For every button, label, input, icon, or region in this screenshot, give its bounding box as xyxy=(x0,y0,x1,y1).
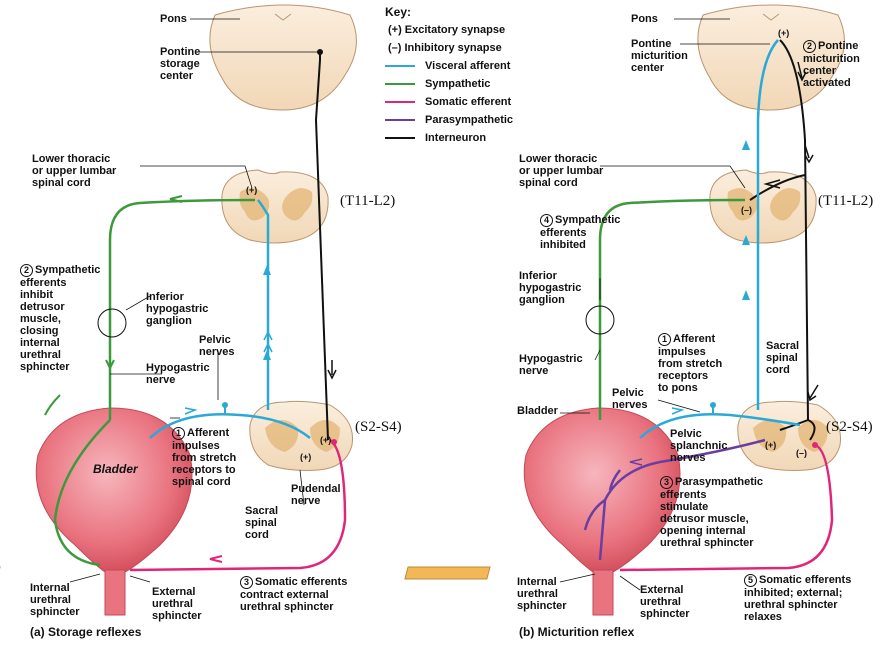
key-item-label: Parasympathetic xyxy=(425,114,513,126)
internal-sphincter-label-right: Internal urethral sphincter xyxy=(517,576,567,612)
s2-s4-label: (S2-S4) xyxy=(355,419,402,435)
pelvic-nerves-label-right: Pelvic nerves xyxy=(612,387,647,411)
caption-right: (b) Micturition reflex xyxy=(519,625,634,639)
key-excitatory: (+) Excitatory synapse xyxy=(388,24,505,36)
key-inhibitory: (–) Inhibitory synapse xyxy=(388,42,502,54)
excitatory-mark: (+) xyxy=(300,452,311,462)
bladder-label-left: Bladder xyxy=(93,462,138,476)
key-item-label: Visceral afferent xyxy=(425,60,510,72)
bladder-label-right: Bladder xyxy=(517,405,558,417)
key-swatch xyxy=(385,83,415,85)
inferior-ganglion-label-left: Inferior hypogastric ganglion xyxy=(146,291,208,327)
inhibitory-mark: (–) xyxy=(796,448,807,458)
caption-left: (a) Storage reflexes xyxy=(30,625,141,639)
s2-s4-label-right: (S2-S4) xyxy=(826,419,873,435)
external-sphincter-label-right: External urethral sphincter xyxy=(640,584,690,620)
pudendal-nerve-label: Pudendal nerve xyxy=(291,483,341,507)
excitatory-mark: (+) xyxy=(778,28,789,38)
sphincter-right xyxy=(405,567,490,579)
hypogastric-nerve-label-right: Hypogastric nerve xyxy=(519,353,583,377)
sacral-cord-label-left: Sacral spinal cord xyxy=(245,505,278,541)
pontine-micturition-center-label: Pontine micturition center xyxy=(631,38,688,74)
key-swatch xyxy=(385,119,415,121)
internal-sphincter-label-left: Internal urethral sphincter xyxy=(30,582,80,618)
pons-label-right: Pons xyxy=(631,13,658,25)
ganglion-left xyxy=(98,309,126,337)
key-swatch xyxy=(385,65,415,67)
key-item-label: Somatic efferent xyxy=(425,96,511,108)
external-sphincter-label-left: External urethral sphincter xyxy=(152,586,202,622)
key-item-label: Interneuron xyxy=(425,132,486,144)
thoracic-cord-left xyxy=(222,170,328,243)
pons-left xyxy=(210,5,357,110)
inferior-ganglion-label-right: Inferior hypogastric ganglion xyxy=(519,270,581,306)
lower-thoracic-label: Lower thoracic or upper lumbar spinal co… xyxy=(32,153,116,189)
sacral-cord-label-right: Sacral spinal cord xyxy=(766,340,799,376)
pelvic-splanchnic-label: Pelvic splanchnic nerves xyxy=(670,428,727,464)
pons-label: Pons xyxy=(160,13,187,25)
pontine-storage-center-label: Pontine storage center xyxy=(160,46,200,82)
key-swatch xyxy=(385,101,415,103)
bladder-left xyxy=(36,408,192,572)
t11-l2-label-right: (T11-L2) xyxy=(818,193,873,209)
lower-thoracic-label-right: Lower thoracic or upper lumbar spinal co… xyxy=(519,153,603,189)
key-swatch xyxy=(385,137,415,139)
key-item-label: Sympathetic xyxy=(425,78,490,90)
key-title: Key: xyxy=(385,6,411,18)
inhibitory-mark: (–) xyxy=(741,205,752,215)
excitatory-mark: (+) xyxy=(246,185,257,195)
excitatory-mark: (+) xyxy=(320,435,331,445)
pelvic-nerves-label-left: Pelvic nerves xyxy=(199,334,234,358)
hypogastric-nerve-label-left: Hypogastric nerve xyxy=(146,362,210,386)
t11-l2-label: (T11-L2) xyxy=(340,193,395,209)
thoracic-cord-right xyxy=(710,170,816,243)
excitatory-mark: (+) xyxy=(765,440,776,450)
